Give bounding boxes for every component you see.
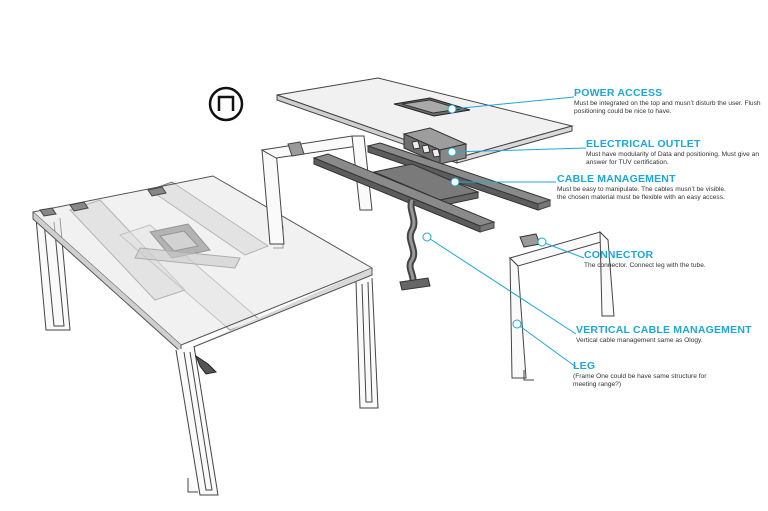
callout-description: Must have modularity of Data and positio… — [586, 151, 759, 166]
callout-description: Must be integrated on the top and musn’t… — [574, 100, 761, 115]
connector-part — [519, 233, 541, 248]
callout-title: CONNECTOR — [584, 249, 654, 261]
electrical-outlet-dot — [447, 147, 457, 157]
assembled-desk — [31, 175, 379, 496]
vertical-cable-management-dot — [422, 232, 432, 242]
cable-management-dot — [450, 177, 460, 187]
callout-description: (Frame One could be have same structure … — [573, 373, 707, 388]
callout-description: Must be easy to manipulate. The cables m… — [557, 186, 726, 201]
callout-description: Vertical cable management same as Ology. — [576, 337, 703, 344]
callout-leg: LEG (Frame One could be have same struct… — [573, 360, 768, 389]
callout-title: CABLE MANAGEMENT — [557, 173, 676, 185]
callout-power-access: POWER ACCESS Must be integrated on the t… — [574, 87, 768, 116]
lower-rail — [312, 153, 496, 233]
assembled-desk-clamp — [194, 354, 218, 375]
connector-dot — [537, 237, 547, 247]
callout-vertical-cable-management: VERTICAL CABLE MANAGEMENT Vertical cable… — [576, 324, 768, 345]
callout-title: ELECTRICAL OUTLET — [586, 138, 701, 150]
exploded-desk — [260, 77, 615, 381]
leader-lines — [422, 96, 587, 368]
frame-one-logo-icon — [208, 86, 244, 122]
power-access-dot — [447, 104, 457, 114]
leg-dot — [512, 319, 522, 329]
callout-title: LEG — [573, 360, 596, 372]
callout-connector: CONNECTOR The connector. Connect leg wit… — [584, 249, 768, 270]
electrical-outlet-box — [402, 127, 468, 165]
assembled-desk-front-legs — [175, 277, 379, 496]
callout-cable-management: CABLE MANAGEMENT Must be easy to manipul… — [557, 173, 757, 202]
callout-title: POWER ACCESS — [574, 87, 663, 99]
vertical-cable-spine — [399, 198, 431, 291]
callout-electrical-outlet: ELECTRICAL OUTLET Must have modularity o… — [586, 138, 768, 167]
callout-description: The connector. Connect leg with the tube… — [584, 262, 706, 269]
callout-title: VERTICAL CABLE MANAGEMENT — [576, 324, 752, 336]
exploded-back-leg-frame — [260, 135, 373, 245]
